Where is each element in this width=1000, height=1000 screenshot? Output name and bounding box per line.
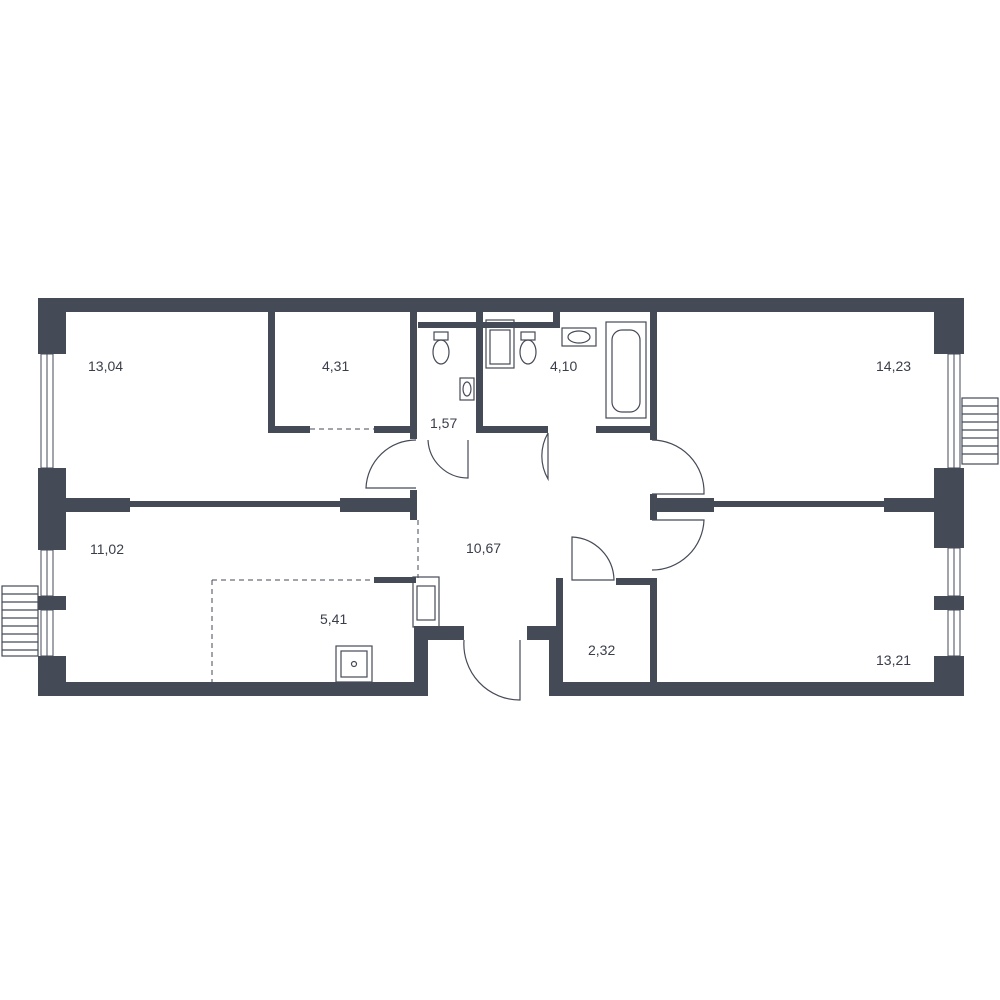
room-bedroom-1-area: 13,04 [88,358,123,374]
interior-walls [66,312,934,682]
room-living-area: 11,02 [90,541,124,557]
sink-icon [459,327,597,401]
room-wc-area: 1,57 [430,415,457,431]
room-labels: 13,04 4,31 1,57 4,10 14,23 11,02 5,41 10… [88,358,911,668]
room-bedroom-3-area: 13,21 [876,652,911,668]
door-icon [365,432,705,701]
room-hall-area: 10,67 [466,540,501,556]
outer-walls [38,298,964,696]
room-bathroom-area: 4,10 [550,358,577,374]
room-bedroom-2-area: 14,23 [876,358,911,374]
window-icon [40,353,961,657]
stove-icon [335,645,373,683]
washing-machine-icon [412,319,515,628]
radiator-icon [1,397,999,657]
zone-lines [211,428,419,682]
toilet-icon [432,331,537,365]
room-closet-area: 4,31 [322,358,349,374]
room-kitchen-area: 5,41 [320,611,347,627]
bathtub-icon [605,321,647,419]
room-storage-area: 2,32 [588,642,615,658]
